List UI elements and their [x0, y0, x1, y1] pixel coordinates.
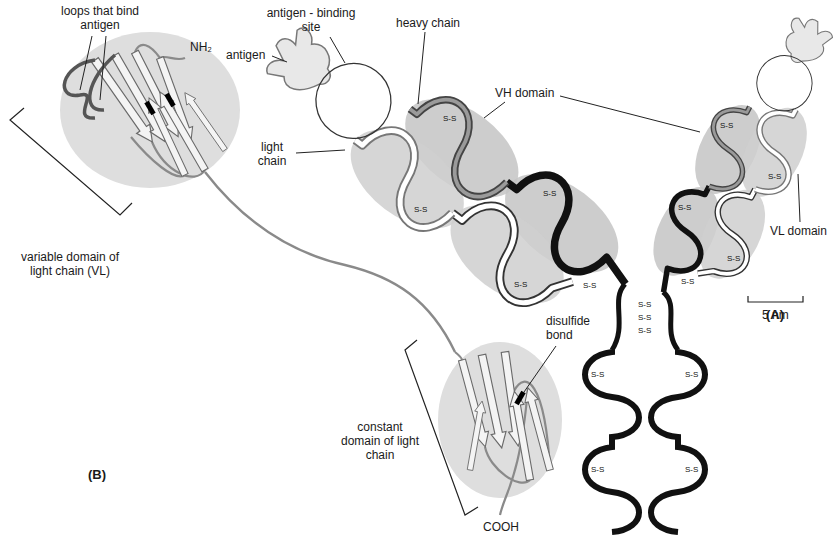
leader-line — [484, 102, 505, 118]
disulfide-label: S-S — [414, 205, 427, 214]
panel-label: (B) — [88, 468, 106, 482]
terminus-label: COOH — [483, 520, 519, 534]
hinge — [663, 292, 678, 350]
disulfide-bar — [514, 391, 525, 406]
disulfide-label: S-S — [638, 300, 651, 309]
beta-strand — [521, 386, 556, 472]
callout-label: antigen - binding site — [258, 6, 364, 34]
leader-line — [272, 56, 287, 62]
bracket — [10, 108, 132, 215]
disulfide-bar — [164, 93, 175, 108]
disulfide-label: S-S — [591, 370, 604, 379]
beta-strand — [464, 400, 487, 471]
disulfide-bar — [144, 101, 155, 116]
panel-label: (A) — [766, 308, 784, 322]
variable-domain-halo — [60, 32, 240, 188]
leader-line — [296, 150, 345, 153]
right-arm — [632, 0, 840, 321]
disulfide-label: S-S — [514, 280, 527, 289]
fc-heavy-chain — [651, 350, 705, 532]
constant-domain-ribbon — [438, 342, 562, 515]
constant-domain-halo — [438, 342, 562, 498]
callout-label: light chain — [250, 140, 294, 168]
bracket — [405, 340, 478, 515]
beta-strand — [180, 89, 229, 153]
callout-label: heavy chain — [396, 16, 460, 30]
leader-line — [524, 346, 556, 392]
disulfide-label: S-S — [720, 121, 733, 130]
disulfide-label: S-S — [583, 281, 596, 290]
leader-line — [418, 32, 425, 104]
disulfide-label: S-S — [638, 326, 651, 335]
hinge — [612, 284, 625, 350]
antibody — [237, 0, 840, 532]
left-arm — [237, 0, 655, 352]
callout-label: variable domain of light chain (VL) — [18, 250, 122, 278]
leader-line — [80, 36, 92, 90]
callout-label: VH domain — [495, 86, 554, 100]
disulfide-label: S-S — [591, 465, 604, 474]
antigen-loop — [90, 55, 115, 110]
callout-label: constant domain of light chain — [338, 420, 422, 462]
leader-line — [100, 36, 106, 100]
callout-label: disulfide bond — [546, 314, 608, 342]
terminus-label: NH₂ — [190, 40, 212, 54]
beta-strand — [143, 95, 191, 178]
disulfide-label: S-S — [678, 203, 691, 212]
leader-line — [798, 174, 800, 222]
disulfide-label: S-S — [685, 465, 698, 474]
scale-bar — [748, 296, 803, 302]
leader-line — [330, 37, 345, 63]
fc-heavy-chain — [585, 350, 639, 532]
callout-label: VL domain — [770, 224, 827, 238]
ribbon-loop — [455, 352, 462, 360]
disulfide-label: S-S — [685, 370, 698, 379]
disulfide-label: S-S — [638, 313, 651, 322]
disulfide-label: S-S — [768, 172, 781, 181]
callout-label: antigen — [226, 48, 265, 62]
disulfide-label: S-S — [443, 114, 456, 123]
disulfide-label: S-S — [543, 189, 556, 198]
disulfide-label: S-S — [681, 277, 694, 286]
leader-line — [560, 96, 700, 132]
callout-label: loops that bind antigen — [58, 4, 142, 32]
disulfide-label: S-S — [727, 254, 740, 263]
